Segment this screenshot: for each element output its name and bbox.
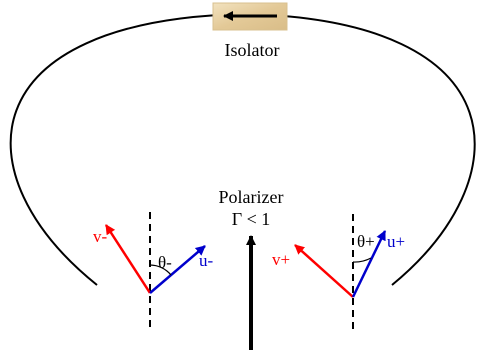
u-minus-label: u- bbox=[199, 251, 214, 270]
polarizer-label: Polarizer bbox=[219, 187, 284, 207]
polarizer-condition: Γ < 1 bbox=[232, 209, 271, 229]
left-vector-group: v- u- θ- bbox=[93, 212, 214, 330]
v-plus-vector bbox=[294, 244, 354, 298]
theta-plus-label: θ+ bbox=[357, 232, 375, 251]
v-minus-vector bbox=[104, 224, 152, 294]
isolator-label: Isolator bbox=[225, 40, 280, 60]
v-plus-label: v+ bbox=[272, 250, 290, 269]
v-minus-label: v- bbox=[93, 227, 108, 246]
u-plus-label: u+ bbox=[387, 232, 405, 251]
polarizer: Polarizer Γ < 1 bbox=[219, 187, 284, 350]
u-plus-vector bbox=[351, 230, 387, 298]
theta-minus-arc bbox=[149, 264, 172, 276]
right-vector-group: v+ u+ θ+ bbox=[272, 214, 405, 330]
theta-minus-label: θ- bbox=[158, 253, 172, 272]
u-minus-vector bbox=[149, 245, 206, 294]
theta-plus-arc bbox=[352, 257, 372, 263]
isolator: Isolator bbox=[212, 2, 288, 60]
